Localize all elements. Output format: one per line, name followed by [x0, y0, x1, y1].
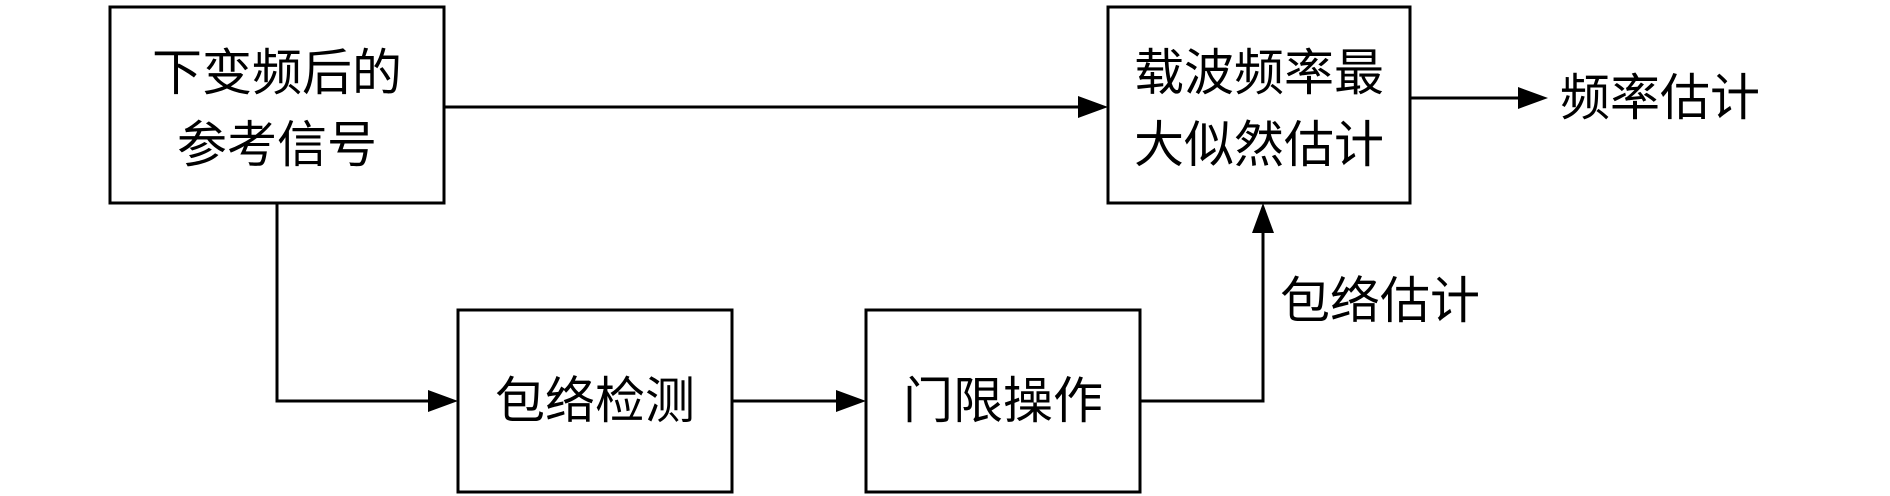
edge-envelope-to-threshold	[732, 390, 866, 412]
node-ref-signal-line1: 下变频后的	[152, 44, 402, 102]
node-ref-signal: 下变频后的 参考信号	[108, 5, 446, 205]
node-ml-estimator-line1: 载波频率最	[1134, 44, 1384, 102]
arrowhead	[428, 390, 458, 412]
edge-ml-to-output: 频率估计	[1410, 69, 1760, 127]
edge-label-output: 频率估计	[1560, 69, 1760, 127]
arrowhead	[1518, 87, 1548, 109]
edge-ref-to-ml	[444, 96, 1108, 118]
node-ref-signal-line2: 参考信号	[177, 116, 377, 174]
node-ml-estimator-line2: 大似然估计	[1134, 116, 1384, 174]
node-ml-estimator: 载波频率最 大似然估计	[1106, 5, 1412, 205]
node-threshold-op-label: 门限操作	[903, 372, 1103, 430]
edge-ref-to-envelope	[275, 203, 458, 412]
edge-threshold-to-ml: 包络估计	[1140, 203, 1480, 403]
node-threshold-op: 门限操作	[864, 308, 1142, 494]
node-envelope-detect: 包络检测	[456, 308, 734, 494]
arrowhead	[836, 390, 866, 412]
node-envelope-detect-label: 包络检测	[495, 372, 695, 430]
arrowhead	[1252, 203, 1274, 233]
arrowhead	[1078, 96, 1108, 118]
edge-label-envelope-estimate: 包络估计	[1280, 272, 1480, 330]
